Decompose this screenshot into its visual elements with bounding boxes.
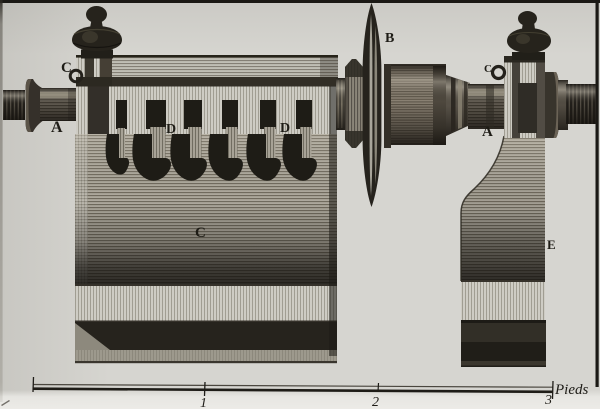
svg-text:D: D [166, 122, 176, 137]
svg-text:E: E [547, 237, 556, 252]
svg-text:Pieds: Pieds [554, 382, 588, 398]
svg-text:2: 2 [372, 395, 379, 409]
svg-text:B: B [385, 31, 394, 46]
svg-text:D: D [280, 121, 290, 136]
svg-text:A: A [51, 119, 63, 136]
svg-text:C: C [484, 63, 492, 75]
svg-text:A: A [482, 124, 493, 140]
svg-text:C: C [61, 60, 72, 76]
svg-text:C: C [195, 225, 206, 241]
svg-text:1: 1 [200, 396, 207, 409]
svg-text:3: 3 [544, 393, 552, 408]
